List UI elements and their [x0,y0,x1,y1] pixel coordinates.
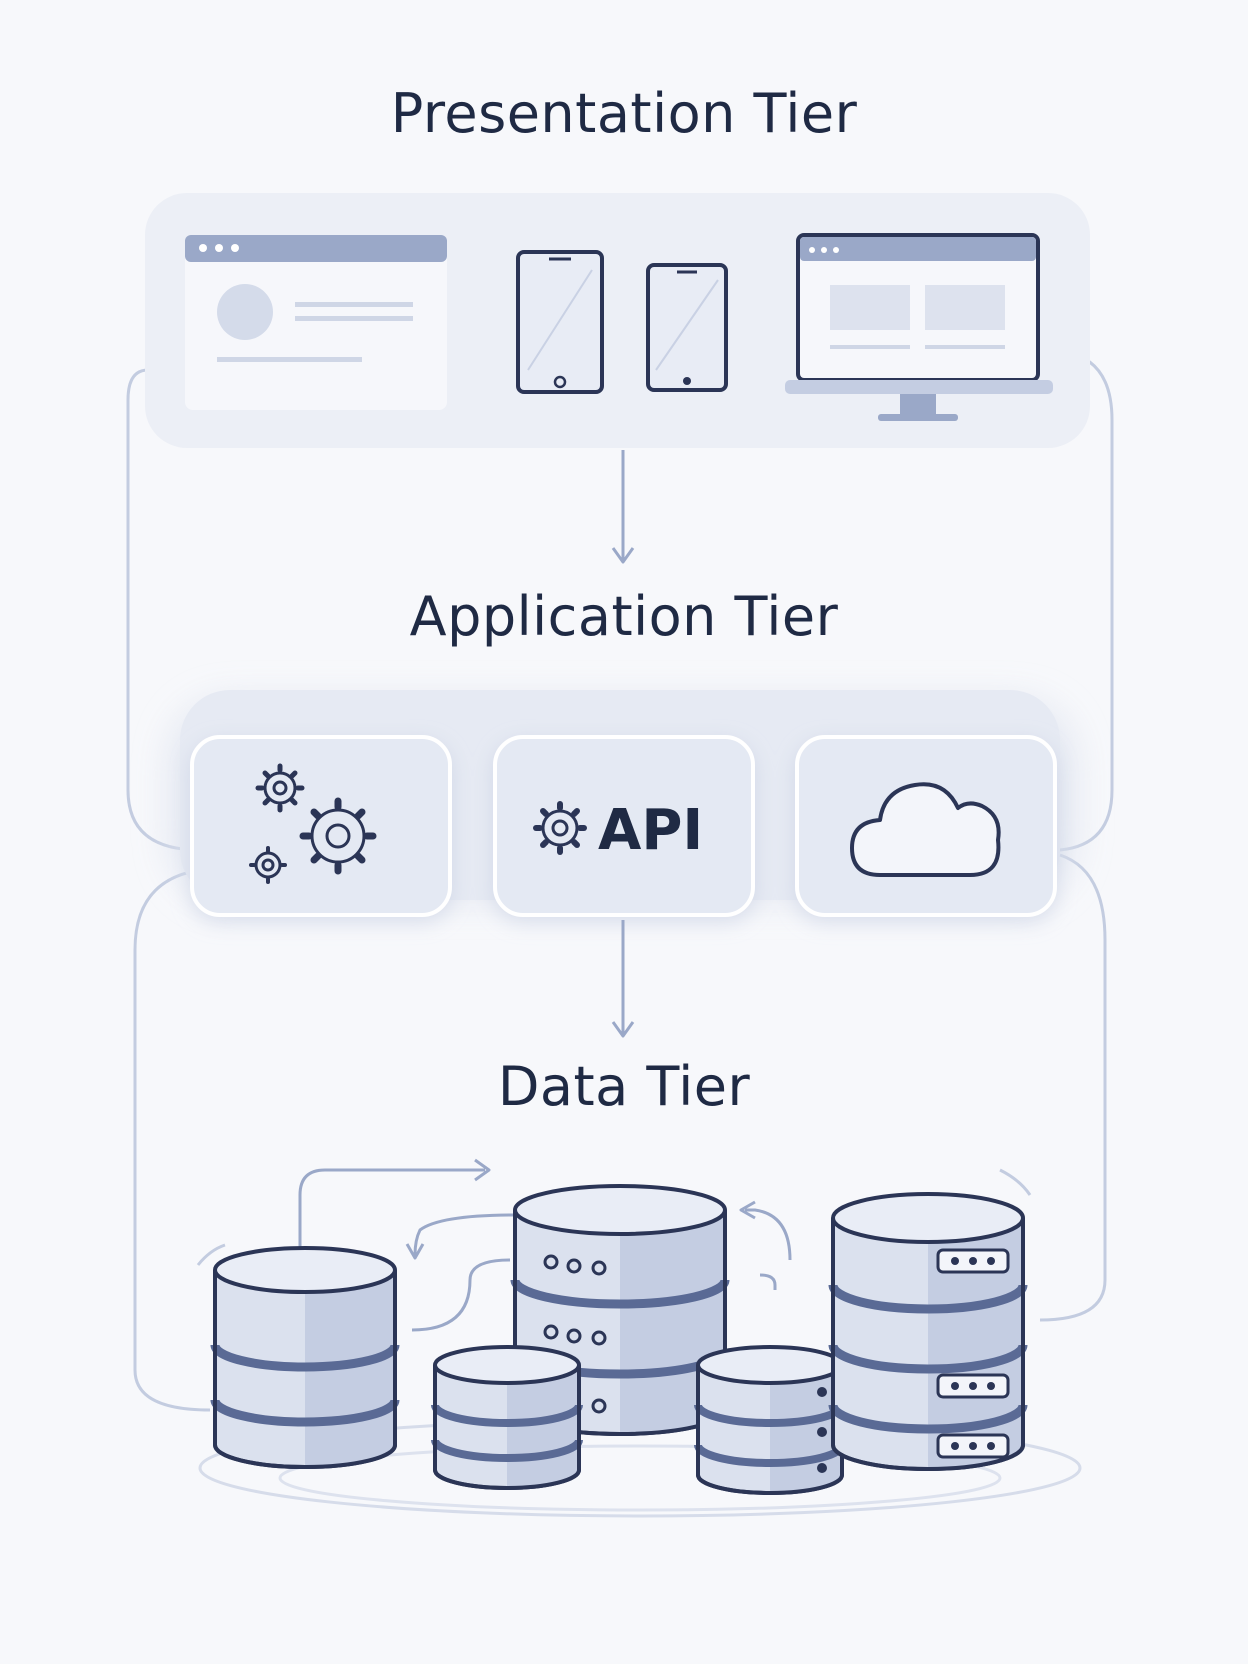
application-panel [170,690,1075,917]
presentation-panel [145,193,1090,448]
presentation-tier-title: Presentation Tier [390,82,858,145]
arrow-presentation-to-application [611,450,635,564]
database-icon [210,1246,400,1469]
application-tier-title: Application Tier [409,585,839,648]
database-cluster [210,1184,1028,1495]
api-gear-icon [533,801,587,855]
data-tier-title: Data Tier [497,1055,751,1118]
database-icon [694,1345,846,1495]
api-label: API [598,798,704,863]
browser-window-icon [185,235,447,410]
tablet-icon [516,250,604,394]
desktop-monitor-icon [785,233,1053,421]
data-flow-arrows [196,1158,1032,1332]
cloud-icon [850,782,1001,877]
smartphone-icon [646,263,728,392]
gears-icon [249,763,377,884]
arrow-application-to-data [611,920,635,1038]
database-icon [828,1192,1028,1471]
database-icon [431,1345,583,1490]
